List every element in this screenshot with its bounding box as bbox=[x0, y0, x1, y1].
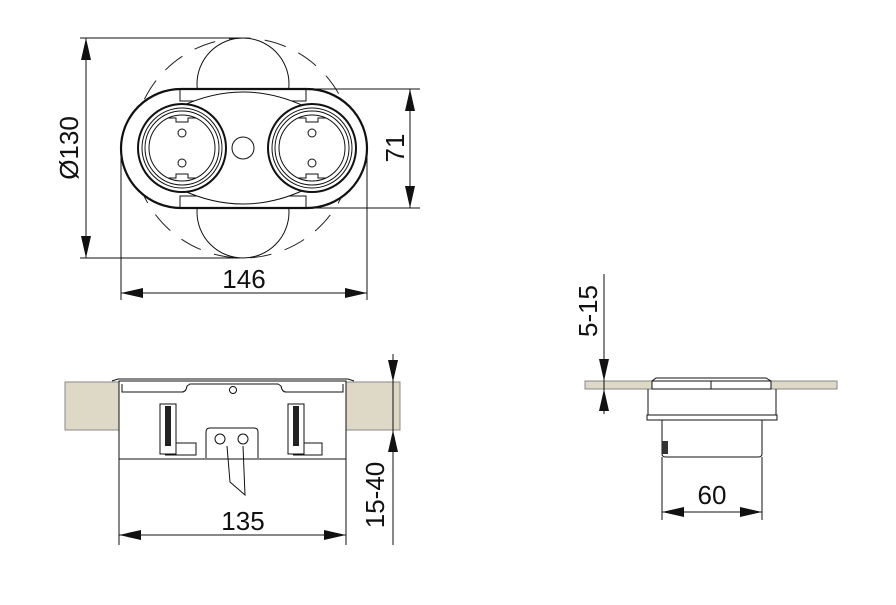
dimension-width: 146 bbox=[120, 150, 368, 300]
height-label: 71 bbox=[380, 134, 410, 163]
housing-box bbox=[118, 380, 347, 460]
clamp-right bbox=[287, 403, 323, 456]
surface-right bbox=[345, 381, 401, 431]
center-hole bbox=[231, 136, 255, 160]
dimension-thickness: 15-40 bbox=[360, 354, 398, 545]
clamp-left bbox=[159, 403, 197, 456]
front-view: 135 15-40 bbox=[64, 354, 401, 545]
front-width-label: 135 bbox=[221, 506, 264, 536]
socket-right bbox=[267, 103, 357, 193]
dimension-height: 71 bbox=[280, 88, 420, 209]
screw-icon bbox=[229, 386, 237, 394]
dimension-flange: 5-15 bbox=[573, 274, 609, 414]
dimension-depth: 60 bbox=[661, 457, 763, 520]
socket-left bbox=[137, 103, 227, 193]
depth-label: 60 bbox=[698, 480, 727, 510]
top-view: Ø130 71 146 bbox=[54, 37, 420, 300]
dimension-diameter: Ø130 bbox=[54, 37, 240, 259]
side-view: 60 5-15 bbox=[573, 274, 838, 520]
dimension-front-width: 135 bbox=[118, 459, 347, 545]
width-label: 146 bbox=[222, 264, 265, 294]
thickness-label: 15-40 bbox=[360, 462, 390, 529]
diameter-label: Ø130 bbox=[54, 116, 84, 180]
surface-left bbox=[64, 381, 120, 431]
flange-label: 5-15 bbox=[573, 285, 603, 337]
cable-clamp bbox=[205, 427, 259, 497]
